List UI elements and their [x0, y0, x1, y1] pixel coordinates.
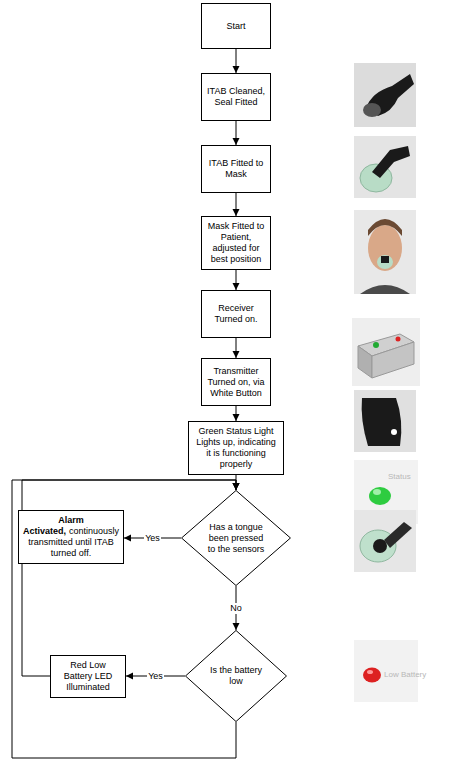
- decision-diamond: Has a tongue been pressed to the sensors: [181, 490, 291, 586]
- itab-photo: [354, 63, 416, 127]
- node-text: ITAB Cleaned, Seal Fitted: [206, 86, 266, 108]
- node-text: Red Low Battery LED Illuminated: [55, 660, 121, 693]
- node-label: Is the battery low: [208, 665, 265, 687]
- node-label: Has a tongue been pressed to the sensors: [205, 522, 267, 555]
- node-text: ITAB Fitted to Mask: [206, 158, 266, 180]
- transmitter-photo: [354, 390, 416, 452]
- receiver-illustration: [352, 318, 420, 386]
- photo-caption: Low Battery: [384, 670, 426, 680]
- patient-photo: [354, 210, 416, 294]
- node-text: Green Status Light Lights up, indicating…: [193, 426, 279, 470]
- node-label: Green Status Light Lights up, indicating…: [193, 426, 279, 470]
- flow-arrow: [236, 193, 237, 216]
- process-box: Alarm Activated,continuously transmitted…: [18, 510, 124, 564]
- process-box: Red Low Battery LED Illuminated: [50, 655, 126, 698]
- mask-photo: [354, 136, 416, 198]
- node-label: Receiver Turned on.: [206, 303, 266, 325]
- node-label: ITAB Cleaned, Seal Fitted: [206, 86, 266, 108]
- edge-label: Yes: [144, 533, 161, 544]
- edge-label: No: [229, 603, 243, 614]
- process-box: Mask Fitted to Patient, adjusted for bes…: [201, 216, 271, 270]
- node-label: Red Low Battery LED Illuminated: [55, 660, 121, 693]
- sensor-photo: [354, 510, 416, 572]
- node-label: ITAB Fitted to Mask: [206, 158, 266, 180]
- flow-arrow: [236, 121, 237, 145]
- node-text: Is the battery low: [208, 665, 265, 687]
- node-text: Receiver Turned on.: [206, 303, 266, 325]
- node-text: Mask Fitted to Patient, adjusted for bes…: [206, 221, 266, 265]
- process-box: Receiver Turned on.: [201, 290, 271, 338]
- flow-arrow: [236, 406, 237, 421]
- node-text: Has a tongue been pressed to the sensors: [205, 522, 267, 555]
- process-box: Start: [201, 3, 271, 49]
- node-label: Start: [226, 21, 245, 32]
- node-label: Transmitter Turned on, via White Button: [206, 366, 266, 399]
- edge-label: Yes: [147, 671, 164, 682]
- photo-caption: Status: [388, 472, 411, 482]
- flow-arrow: [236, 338, 237, 358]
- flow-arrow: [236, 49, 237, 73]
- node-label: Mask Fitted to Patient, adjusted for bes…: [206, 221, 266, 265]
- node-text: Transmitter Turned on, via White Button: [206, 366, 266, 399]
- decision-diamond: Is the battery low: [185, 630, 287, 722]
- node-text: Start: [226, 21, 245, 32]
- flow-arrow: [236, 270, 237, 290]
- process-box: ITAB Cleaned, Seal Fitted: [201, 73, 271, 121]
- process-box: ITAB Fitted to Mask: [201, 145, 271, 193]
- process-box: Green Status Light Lights up, indicating…: [188, 421, 284, 475]
- process-box: Transmitter Turned on, via White Button: [201, 358, 271, 406]
- node-text: Alarm Activated,continuously transmitted…: [23, 515, 119, 559]
